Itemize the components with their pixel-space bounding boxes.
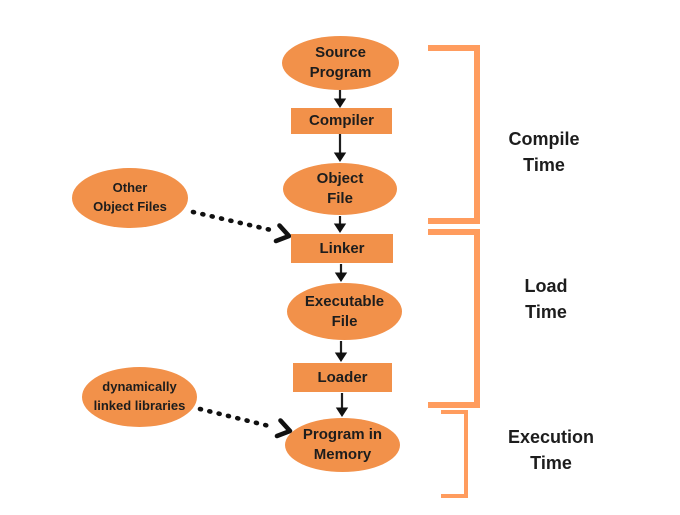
node-executable-file: Executable File [287, 283, 402, 340]
phase-label-compile-time: Compile Time [484, 126, 604, 178]
node-object-file-line1: Object [316, 170, 364, 188]
phase-load-line2: Time [525, 302, 567, 322]
node-loader-label: Loader [317, 368, 368, 386]
node-source-program-line2: Program [309, 64, 372, 81]
arrow-objectfile-to-linker [333, 216, 347, 233]
node-source-program-line1: Source [315, 44, 366, 62]
node-linker: Linker [291, 234, 393, 263]
node-other-object-files-line1: Other [112, 180, 148, 196]
phase-compile-line2: Time [523, 155, 565, 175]
node-dll-line2: linked libraries [93, 398, 186, 413]
bracket-execution-time [441, 410, 468, 498]
dashed-arrow-dll-to-memory [197, 406, 293, 439]
node-dynamically-linked-libraries: dynamically linked libraries [82, 367, 197, 427]
node-dll-line1: dynamically [102, 379, 177, 395]
node-compiler: Compiler [291, 108, 392, 134]
arrow-compiler-to-objectfile [333, 134, 347, 162]
node-object-file-line2: File [327, 190, 353, 207]
phase-load-line1: Load [524, 276, 568, 296]
node-executable-file-line1: Executable [304, 292, 385, 310]
node-linker-label: Linker [319, 239, 365, 257]
node-loader: Loader [293, 363, 392, 392]
arrow-executable-to-loader [334, 341, 348, 362]
node-other-object-files-line2: Object Files [93, 199, 167, 214]
node-compiler-label: Compiler [308, 112, 374, 130]
phase-label-execution-time: Execution Time [491, 424, 611, 476]
node-object-file: Object File [283, 163, 397, 215]
dashed-arrow-otherobjects-to-linker [190, 209, 292, 244]
phase-label-load-time: Load Time [486, 273, 606, 325]
bracket-load-time [428, 229, 480, 408]
arrow-source-to-compiler [333, 90, 347, 108]
bracket-compile-time [428, 45, 480, 224]
node-program-in-memory: Program in Memory [285, 418, 400, 472]
node-source-program: Source Program [282, 36, 399, 90]
node-executable-file-line2: File [331, 312, 358, 330]
arrow-linker-to-executable [334, 264, 348, 282]
node-program-in-memory-line1: Program in [302, 426, 383, 444]
node-program-in-memory-line2: Memory [313, 446, 372, 463]
arrow-loader-to-memory [335, 393, 349, 417]
phase-execution-line2: Time [530, 453, 572, 473]
phase-execution-line1: Execution [507, 427, 595, 447]
node-other-object-files: Other Object Files [72, 168, 188, 228]
phase-compile-line1: Compile [508, 129, 580, 149]
